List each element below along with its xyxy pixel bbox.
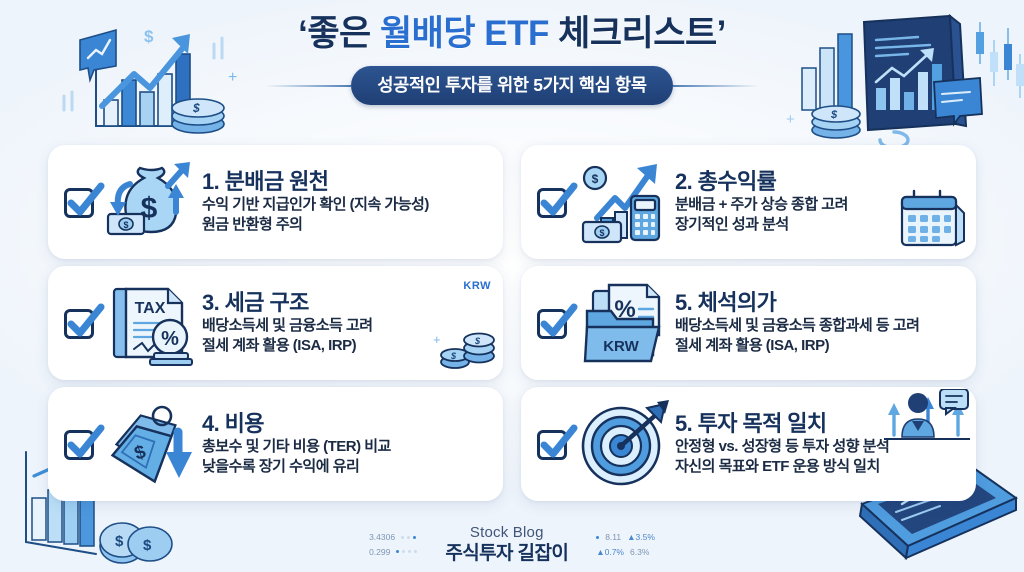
checklist-card-3[interactable]: TAX % bbox=[48, 266, 503, 380]
svg-text:KRW: KRW bbox=[603, 338, 639, 355]
footer: 3.4306 0.299 Stock Blog 주식투자 길잡이 8.11 ▲3… bbox=[0, 524, 1024, 567]
page-title: ‘좋은 월배당 ETF 체크리스트’ bbox=[0, 14, 1024, 54]
card-line-1: 배당소득세 및 금융소득 고려 bbox=[202, 317, 373, 335]
title-part-1: ‘좋은 bbox=[298, 14, 380, 53]
checkbox-checked-icon[interactable] bbox=[535, 303, 578, 342]
ticker-right-change-1: ▲3.5% bbox=[627, 532, 655, 543]
card-text: 5. 투자 목적 일치 안정형 vs. 성장형 등 투자 성향 분석 자신의 목… bbox=[675, 411, 962, 477]
card-title: 5. 체석의가 bbox=[675, 290, 777, 315]
checkbox-checked-icon[interactable] bbox=[535, 424, 578, 463]
checkbox-checked-icon[interactable] bbox=[62, 182, 105, 221]
card-line-1: 배당소득세 및 금융소득 종합과세 등 고려 bbox=[675, 317, 920, 335]
card-title: 2. 총수익률 bbox=[675, 169, 777, 194]
checklist-card-2[interactable]: $ bbox=[521, 145, 976, 259]
money-bag-icon: $ $ bbox=[104, 156, 196, 248]
checklist-grid: $ $ 1. 분배금 bbox=[48, 145, 976, 501]
brand-block: Stock Blog 주식투자 길잡이 bbox=[445, 524, 568, 567]
card-text: 4. 비용 총보수 및 기타 비용 (TER) 비교 낮을수록 장기 수익에 유… bbox=[202, 411, 489, 477]
calendar-icon bbox=[896, 189, 968, 251]
card-title: 1. 분배금 원천 bbox=[202, 169, 329, 194]
card-line-2: 절세 계좌 활용 (ISA, IRP) bbox=[202, 337, 357, 355]
subtitle-rule-left bbox=[265, 84, 352, 87]
brand-name-en: Stock Blog bbox=[469, 523, 544, 541]
svg-text:+: + bbox=[433, 332, 441, 347]
checklist-card-1[interactable]: $ $ 1. 분배금 bbox=[48, 145, 503, 259]
target-dartboard-icon bbox=[577, 398, 669, 490]
ticker-dots bbox=[396, 550, 418, 554]
card-line-1: 수익 기반 지급인가 확인 (지속 가능성) bbox=[202, 196, 429, 214]
title-accent: 월배당 ETF bbox=[379, 14, 549, 53]
title-part-2: 체크리스트’ bbox=[548, 14, 726, 53]
svg-text:+: + bbox=[786, 111, 795, 128]
card-line-1: 분배금 + 주가 상승 종합 고려 bbox=[675, 196, 848, 214]
svg-text:$: $ bbox=[123, 220, 128, 230]
subtitle-row: 성공적인 투자를 위한 5가지 핵심 항목 bbox=[0, 66, 1024, 106]
person-chat-icon bbox=[884, 388, 970, 447]
ticker-right-value-2: ▲0.7% bbox=[596, 546, 624, 557]
card-line-1: 안정형 vs. 성장형 등 투자 성향 분석 bbox=[675, 438, 890, 456]
card-title: 5. 투자 목적 일치 bbox=[675, 411, 827, 436]
price-tag-down-arrow-icon: $ bbox=[104, 398, 196, 490]
card-text: 5. 체석의가 배당소득세 및 금융소득 종합과세 등 고려 절세 계좌 활용 … bbox=[675, 290, 962, 356]
card-line-2: 자신의 목표와 ETF 운용 방식 일치 bbox=[675, 458, 880, 476]
checkbox-checked-icon[interactable] bbox=[535, 182, 578, 221]
checkbox-checked-icon[interactable] bbox=[62, 424, 105, 463]
ticker-dots bbox=[596, 536, 600, 540]
checklist-card-6[interactable]: 5. 투자 목적 일치 안정형 vs. 성장형 등 투자 성향 분석 자신의 목… bbox=[521, 387, 976, 501]
ticker-right-value-1: 8.11 bbox=[605, 532, 622, 543]
card-line-1: 총보수 및 기타 비용 (TER) 비교 bbox=[202, 438, 391, 456]
card-text: 1. 분배금 원천 수익 기반 지급인가 확인 (지속 가능성) 원금 반환형 … bbox=[202, 169, 489, 235]
ticker-right: 8.11 ▲3.5% ▲0.7% 6.3% bbox=[596, 530, 655, 559]
coin-stack-icon: + $ $ bbox=[431, 322, 497, 376]
subtitle-rule-right bbox=[672, 84, 759, 87]
card-line-2: 원금 반환형 주의 bbox=[202, 216, 303, 234]
card-title: 4. 비용 bbox=[202, 411, 265, 436]
ticker-left-value-2: 0.299 bbox=[369, 546, 391, 557]
growth-chart-calculator-icon: $ bbox=[577, 156, 669, 248]
brand-name-ko: 주식투자 길잡이 bbox=[445, 543, 569, 565]
card-text: 3. 세금 구조 배당소득세 및 금융소득 고려 절세 계좌 활용 (ISA, … bbox=[202, 290, 489, 356]
svg-text:$: $ bbox=[474, 336, 481, 346]
svg-text:$: $ bbox=[592, 172, 599, 186]
krw-folder-icon: % KRW bbox=[577, 277, 669, 369]
header: ‘좋은 월배당 ETF 체크리스트’ 성공적인 투자를 위한 5가지 핵심 항목 bbox=[0, 14, 1024, 106]
ticker-left: 3.4306 0.299 bbox=[369, 530, 418, 559]
card-line-2: 장기적인 성과 분석 bbox=[675, 216, 789, 234]
card-line-2: 낮을수록 장기 수익에 유리 bbox=[202, 458, 360, 476]
checkbox-checked-icon[interactable] bbox=[62, 303, 105, 342]
card-line-2: 절세 계좌 활용 (ISA, IRP) bbox=[675, 337, 830, 355]
svg-text:$: $ bbox=[450, 351, 457, 361]
ticker-right-change-2: 6.3% bbox=[630, 546, 650, 557]
svg-text:%: % bbox=[161, 328, 179, 350]
checklist-card-5[interactable]: $ 4. 비용 총보수 및 기타 비용 (TER) 비교 낮을수록 장기 수익에… bbox=[48, 387, 503, 501]
checklist-card-4[interactable]: % KRW 5. 체석의가 배당소득세 및 금융소득 종합과세 등 고려 절세 … bbox=[521, 266, 976, 380]
card-title: 3. 세금 구조 bbox=[202, 290, 309, 315]
svg-text:$: $ bbox=[830, 109, 838, 121]
svg-text:%: % bbox=[614, 296, 635, 323]
card-text: 2. 총수익률 분배금 + 주가 상승 종합 고려 장기적인 성과 분석 bbox=[675, 169, 962, 235]
ticker-dots bbox=[401, 536, 417, 540]
tax-document-icon: TAX % bbox=[104, 277, 196, 369]
subtitle-pill: 성공적인 투자를 위한 5가지 핵심 항목 bbox=[351, 66, 673, 106]
svg-text:TAX: TAX bbox=[135, 300, 166, 317]
svg-text:$: $ bbox=[599, 228, 604, 238]
ticker-left-value-1: 3.4306 bbox=[369, 532, 396, 543]
krw-label: KRW bbox=[463, 280, 491, 292]
